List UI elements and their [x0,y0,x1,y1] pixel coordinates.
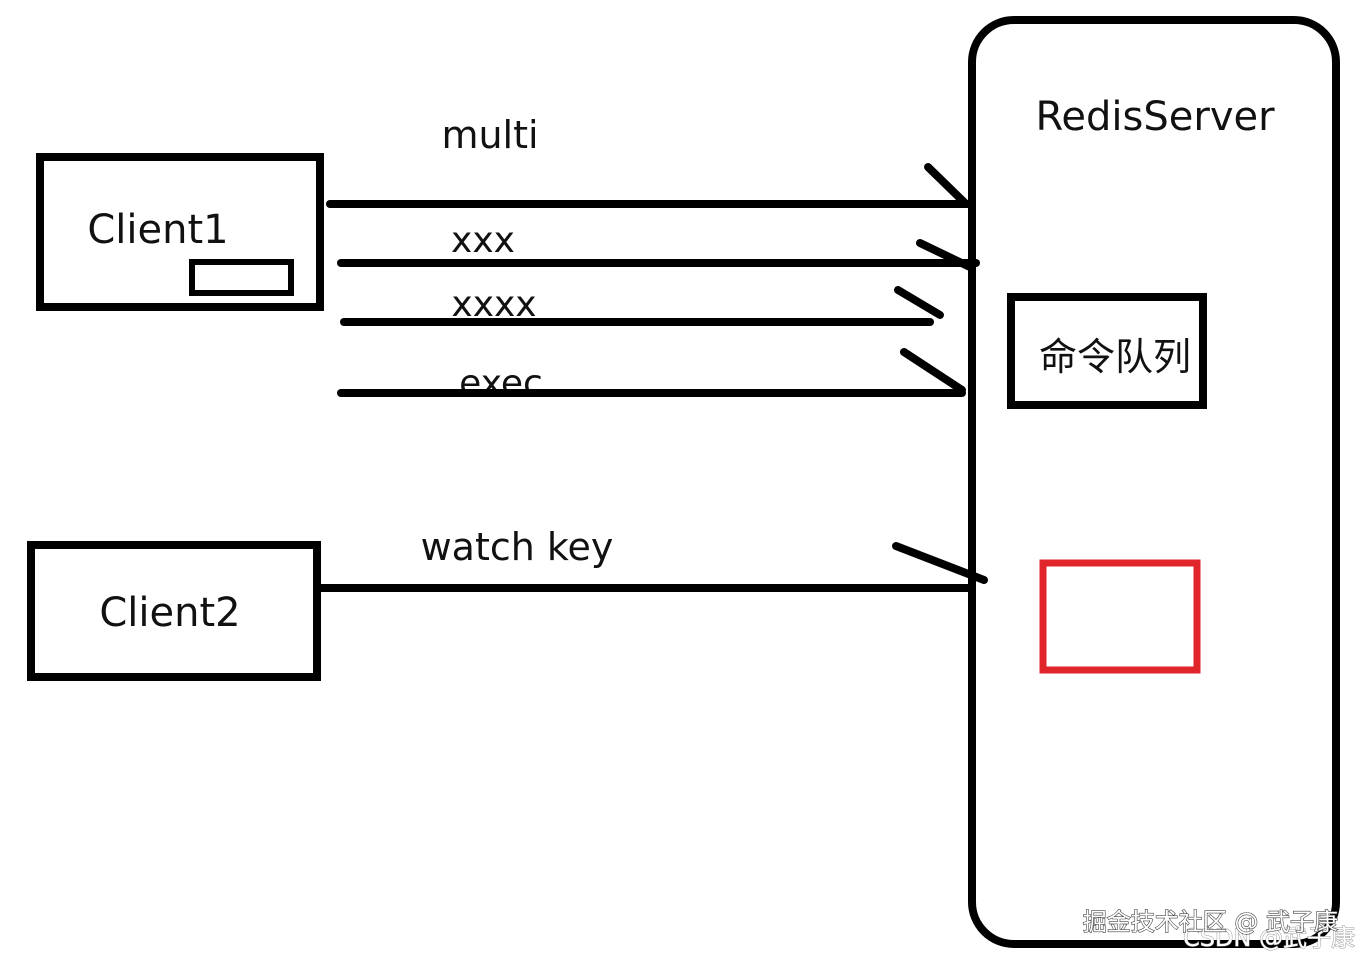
multi-arrow-head [924,163,970,208]
client1-box [36,153,324,311]
redis-server-label: RedisServer [1035,94,1275,140]
multi-label: multi [441,113,538,157]
command-queue-label: 命令队列 [1039,335,1191,379]
exec-label-mask [440,395,580,405]
exec-arrow-head [900,348,966,394]
watch-arrow-head [892,542,988,584]
client1-inner-box [189,259,294,296]
watermark-primary: 掘金技术社区 @ 武子康 [1083,908,1338,936]
xxxx-arrow-head [894,286,944,319]
xxx-arrow-head [916,239,976,272]
client1-label: Client1 [87,207,228,253]
watched-key-box [1039,559,1201,674]
xxx-label: xxx [451,220,515,261]
command-queue-box [1007,293,1207,409]
client2-box [27,541,321,681]
redis-server-box [968,16,1340,948]
watermark-secondary: CSDN @武子康 [1183,924,1355,952]
client2-label: Client2 [99,590,240,636]
watch-key-label: watch key [421,525,614,569]
